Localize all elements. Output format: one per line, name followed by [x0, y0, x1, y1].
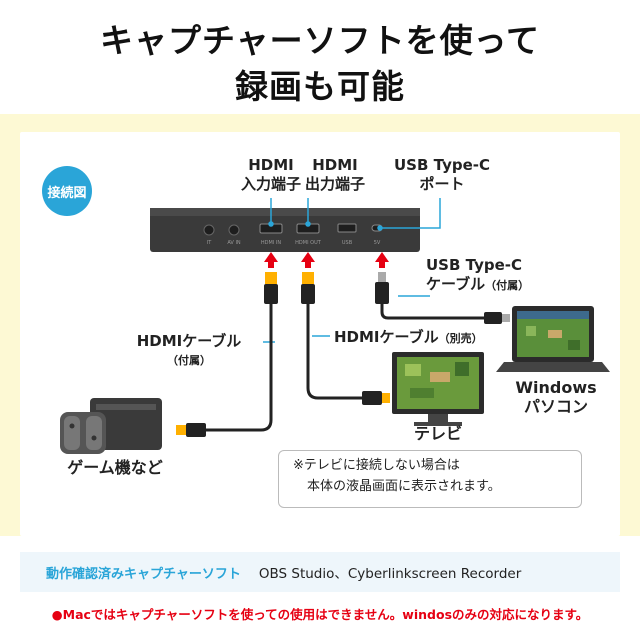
usbc-cable-label: USB Type-C ケーブル（付属）: [426, 256, 574, 295]
hdmi-cable-separate-text: HDMIケーブル: [334, 328, 439, 346]
pc-label-line1: Windows: [515, 378, 597, 397]
software-label: 動作確認済みキャプチャーソフト: [46, 566, 241, 582]
hdmi-cable-included: [176, 272, 278, 437]
game-label: ゲーム機など: [67, 458, 163, 477]
software-value: OBS Studio、Cyberlinkscreen Recorder: [258, 566, 522, 582]
page-title-line1: キャプチャーソフトを使って: [99, 21, 541, 60]
hdmi-cable-included-label: HDMIケーブル （付属）: [118, 332, 260, 370]
usbc-cable-label-text: ケーブル: [426, 275, 486, 293]
usbc-cable: [375, 272, 510, 324]
port-label-hdmiout: HDMI OUT: [295, 240, 322, 246]
usbc-cable-label-line1: USB Type-C: [426, 256, 523, 274]
tv-note-line1: ※テレビに接続しない場合は: [293, 458, 460, 473]
usbc-port-label-line2: ポート: [419, 175, 465, 193]
laptop-icon: [496, 306, 610, 372]
tv-note-line2: 本体の液晶画面に表示されます。: [307, 479, 501, 494]
hdmi-out-label: HDMI 出力端子: [294, 156, 376, 194]
diagram-badge: 接続図: [42, 166, 92, 216]
hdmi-in-label-line1: HDMI: [248, 156, 294, 174]
port-label-usb: USB: [342, 240, 353, 246]
page-title-line2: 録画も可能: [235, 67, 405, 106]
port-label-5v: 5V: [374, 240, 381, 246]
port-label-hdmiin: HDMI IN: [261, 240, 281, 246]
usbc-port-label-line1: USB Type-C: [393, 156, 490, 174]
hdmi-out-label-line1: HDMI: [312, 156, 358, 174]
hdmi-in-label: HDMI 入力端子: [230, 156, 312, 194]
port-label-avin: AV IN: [227, 240, 241, 246]
port-label-it: IT: [207, 240, 212, 246]
hdmi-cable-separate-note: （別売）: [438, 332, 483, 345]
red-arrows: [264, 252, 389, 268]
tv-note: ※テレビに接続しない場合は 本体の液晶画面に表示されます。: [278, 450, 582, 508]
pc-label-line2: パソコン: [523, 397, 588, 416]
hdmi-in-label-line2: 入力端子: [240, 175, 301, 193]
hdmi-cable-included-note: （付属）: [167, 354, 211, 367]
software-bar: 動作確認済みキャプチャーソフト OBS Studio、Cyberlinkscre…: [20, 552, 620, 592]
usbc-cable-label-line2: ケーブル（付属）: [426, 275, 574, 295]
hdmi-cable-separate: [301, 272, 390, 405]
usbc-port-label: USB Type-C ポート: [380, 156, 504, 194]
game-console-icon: [60, 398, 162, 454]
capture-device: IT AV IN HDMI IN HDMI OUT USB 5V: [150, 208, 420, 252]
hdmi-cable-separate-label: HDMIケーブル（別売）: [334, 328, 510, 348]
tv-icon: [392, 352, 484, 426]
tv-label: テレビ: [413, 424, 462, 443]
usbc-cable-label-note: （付属）: [485, 279, 530, 292]
callout-lines: [263, 198, 441, 343]
pc-label: Windows パソコン: [496, 378, 616, 416]
hdmi-cable-included-text: HDMIケーブル: [136, 332, 242, 350]
hdmi-out-label-line2: 出力端子: [304, 175, 365, 193]
mac-warning: ●Macではキャプチャーソフトを使っての使用はできません。windosのみの対応…: [51, 607, 589, 622]
